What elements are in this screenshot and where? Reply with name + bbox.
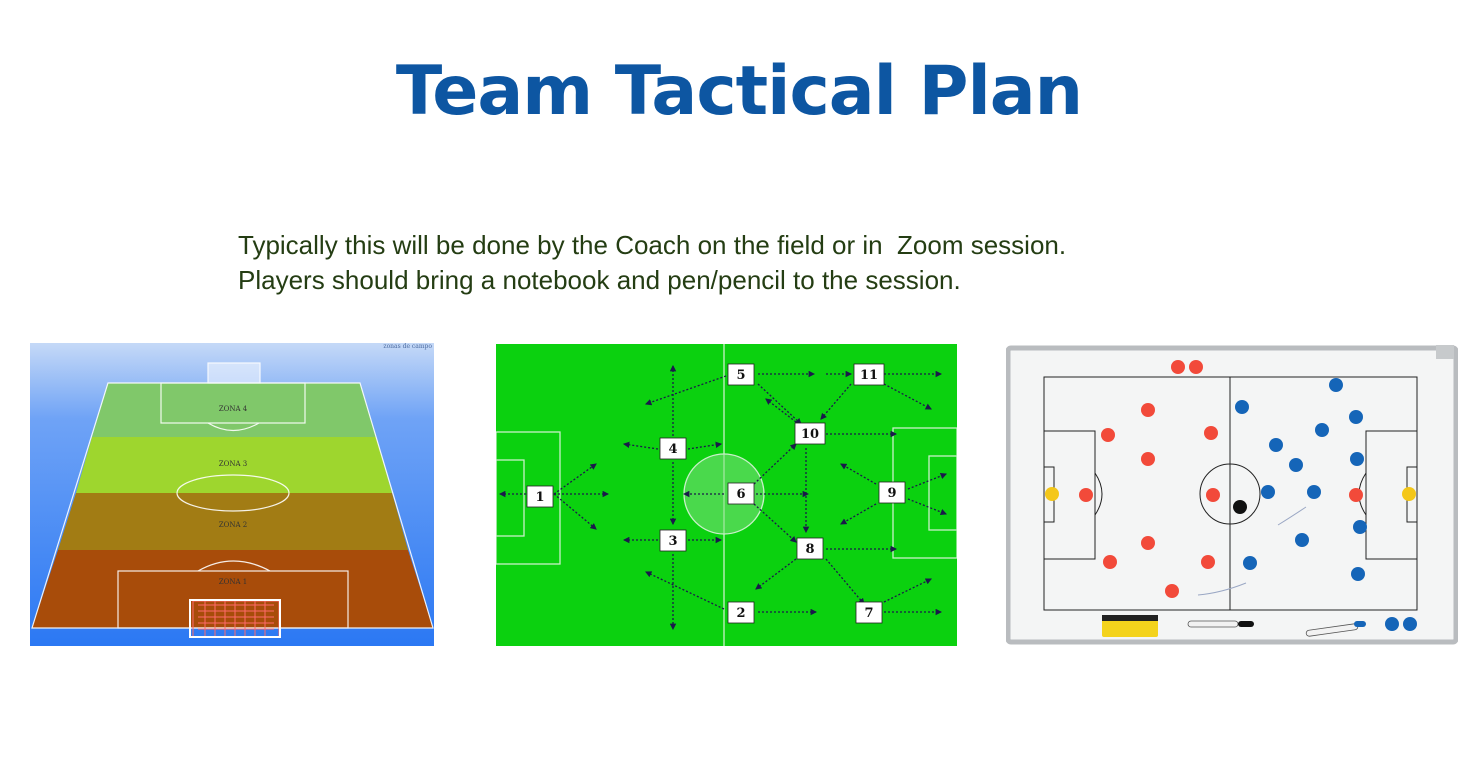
player-2-marker: 2 xyxy=(727,601,755,624)
red-magnet xyxy=(1204,426,1218,440)
player-3-marker: 3 xyxy=(659,529,687,552)
slide-body: Typically this will be done by the Coach… xyxy=(238,228,1066,298)
zone-2-band xyxy=(58,493,408,550)
blue-magnet xyxy=(1295,533,1309,547)
blue-magnet xyxy=(1235,400,1249,414)
red-magnet xyxy=(1141,403,1155,417)
red-magnet xyxy=(1079,488,1093,502)
red-magnet xyxy=(1103,555,1117,569)
blue-magnet xyxy=(1261,485,1275,499)
player-6-marker: 6 xyxy=(727,482,755,505)
player-1-label: 1 xyxy=(535,490,544,505)
blue-magnet xyxy=(1269,438,1283,452)
red-magnets xyxy=(1079,360,1363,598)
zone-1-label: ZONA 1 xyxy=(219,578,247,586)
zones-corner-label: zonas de campo xyxy=(383,343,432,350)
marker-pen-1 xyxy=(1187,620,1254,628)
body-line-1: Typically this will be done by the Coach… xyxy=(238,230,1067,260)
player-10-label: 10 xyxy=(801,427,819,442)
tactics-whiteboard-image xyxy=(1006,345,1458,645)
player-6-label: 6 xyxy=(736,487,745,502)
blue-magnet xyxy=(1351,567,1365,581)
player-10-marker: 10 xyxy=(794,422,826,445)
red-magnet xyxy=(1165,584,1179,598)
red-magnet xyxy=(1201,555,1215,569)
player-4-marker: 4 xyxy=(659,437,687,460)
zone-1-band xyxy=(32,550,433,628)
field-zones-image: zonas de campo ZONA 4 ZONA 3 ZONA 2 ZONA… xyxy=(30,343,434,646)
yellow-goalkeeper-right xyxy=(1402,487,1416,501)
player-9-label: 9 xyxy=(887,486,896,501)
player-9-marker: 9 xyxy=(878,481,906,504)
body-line-2: Players should bring a notebook and pen/… xyxy=(238,265,961,295)
player-2-label: 2 xyxy=(736,606,745,621)
red-magnet xyxy=(1349,488,1363,502)
player-8-marker: 8 xyxy=(796,537,824,560)
player-8-label: 8 xyxy=(805,542,814,557)
blue-magnet xyxy=(1329,378,1343,392)
player-3-label: 3 xyxy=(668,534,677,549)
blue-magnet xyxy=(1315,423,1329,437)
blue-magnet xyxy=(1289,458,1303,472)
zone-2-label: ZONA 2 xyxy=(219,521,247,529)
blue-magnet xyxy=(1307,485,1321,499)
yellow-goalkeeper-left xyxy=(1045,487,1059,501)
red-magnet xyxy=(1141,452,1155,466)
red-magnet xyxy=(1189,360,1203,374)
zone-3-band xyxy=(76,437,392,493)
red-magnet xyxy=(1171,360,1185,374)
red-magnet xyxy=(1101,428,1115,442)
player-1-marker: 1 xyxy=(526,485,554,508)
blue-magnet xyxy=(1350,452,1364,466)
zone-3-label: ZONA 3 xyxy=(219,460,247,468)
positions-diagram-image: 1 2 3 4 5 6 7 8 xyxy=(496,344,957,646)
player-7-marker: 7 xyxy=(855,601,883,624)
player-5-marker: 5 xyxy=(727,363,755,386)
player-5-label: 5 xyxy=(736,368,745,383)
player-11-marker: 11 xyxy=(853,363,885,386)
red-magnet xyxy=(1141,536,1155,550)
red-magnet xyxy=(1206,488,1220,502)
blue-magnet xyxy=(1353,520,1367,534)
marker-pen-2 xyxy=(1305,621,1366,637)
zone-4-label: ZONA 4 xyxy=(219,405,248,413)
slide-title: Team Tactical Plan xyxy=(395,52,1083,131)
player-11-label: 11 xyxy=(860,368,878,383)
player-7-label: 7 xyxy=(864,606,873,621)
blue-magnet xyxy=(1349,410,1363,424)
blue-magnets xyxy=(1235,378,1367,581)
player-4-label: 4 xyxy=(668,442,677,457)
blue-magnet xyxy=(1243,556,1257,570)
